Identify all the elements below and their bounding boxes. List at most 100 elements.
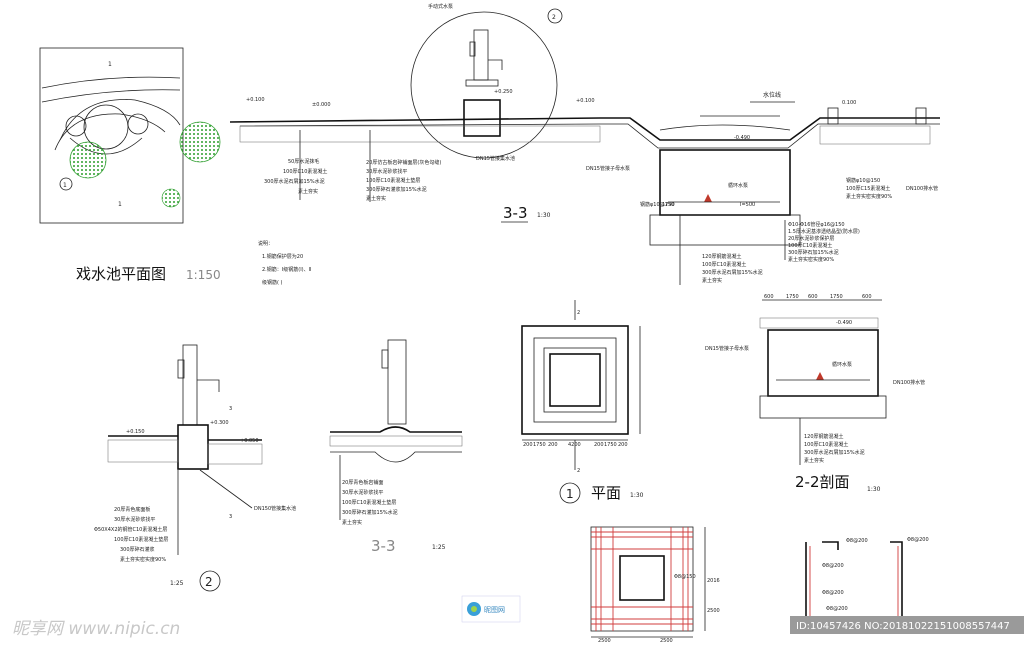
side-layer-label: 钢筋φ10@150 <box>640 201 674 208</box>
pipe-label-2: DN15管接子母水泵 <box>586 165 630 172</box>
pipe-note: DN150管接集水池 <box>254 505 296 512</box>
s22-scale: 1:30 <box>867 486 881 493</box>
layer-right-1: Φ10-Φ16管径φ16@150 <box>788 221 845 228</box>
wall-note: Ⅰ=500 <box>740 202 755 208</box>
detail-callout-circle <box>410 11 558 159</box>
plan-small-title: 平面 <box>591 484 621 502</box>
layer-mid-1: 20厚仿古板岩碎铺面层(灰色勾缝) <box>366 159 441 166</box>
s33-layer-5: 素土夯实 <box>342 519 362 526</box>
layer-right-6: 素土夯实密实度90% <box>788 256 834 263</box>
layer-right-3: 20厚水泥砂浆保护层 <box>788 235 834 242</box>
dim-6: 1750 <box>604 442 617 448</box>
pump-ring-label: 循环水泵 <box>728 182 748 189</box>
plan-frame <box>39 47 184 224</box>
pump-icon <box>816 372 824 380</box>
dim-4: 4200 <box>568 442 581 448</box>
watermark: 昵享网 www.nipic.cn <box>12 619 180 639</box>
s22-pump: 循环水泵 <box>832 361 852 368</box>
elev-150: +0.150 <box>126 429 145 435</box>
elev-far: 0.100 <box>842 100 856 106</box>
cut-top: 2 <box>577 310 580 316</box>
d2-layer-2: 30厚水泥砂浆找平 <box>114 516 155 523</box>
section-2-2: 600 1750 600 1750 600 -0.490 DN15管接子母水泵 … <box>705 294 925 493</box>
layer-mid-3: 100厚C10素混凝土垫层 <box>366 177 420 184</box>
elev-zero: ±0.000 <box>312 102 331 108</box>
layer-bottom-1: 120厚钢筋混凝土 <box>702 253 742 260</box>
s22-dim-4: 1750 <box>830 294 843 300</box>
id-bar <box>790 616 1024 634</box>
rebar-label-4: Φ8@200 <box>822 590 844 596</box>
plan-marker-1: 1 <box>108 61 112 68</box>
plan-callout: 1 <box>63 182 67 189</box>
s33-title: 3-3 <box>371 537 396 555</box>
logo-text: 昵图网 <box>484 606 505 614</box>
layer-bottom-3: 300厚水泥石屑加15%水泥 <box>702 269 763 276</box>
elev-left: +0.100 <box>246 97 265 103</box>
rebar-label-1: Φ8@200 <box>846 538 868 544</box>
pool-plan: 1 1 1 戏水池平面图 1:150 说明： 1.钢筋保护层为20 2.钢筋：Ⅰ… <box>39 47 311 286</box>
elev-pump: +0.250 <box>494 89 513 95</box>
layer-left-3: 300厚水泥石屑加15%水泥 <box>264 178 325 185</box>
cut-marker-top: 3 <box>229 406 232 412</box>
plan-scale: 1:150 <box>186 268 221 282</box>
tree-icon <box>69 141 107 179</box>
dim-7: 200 <box>618 442 628 448</box>
layer-mid-5: 素土夯实 <box>366 195 386 202</box>
d2-layer-3: Φ50X4X2的钢管C10素混凝土层 <box>94 526 167 533</box>
pump-icon <box>704 194 712 202</box>
dim-3: 200 <box>548 442 558 448</box>
d2-scale: 1:25 <box>170 580 184 587</box>
cut-bottom: 2 <box>577 468 580 474</box>
s33-layer-4: 300厚碎石灌加15%水泥 <box>342 509 398 516</box>
rebar-label-5: Φ8@200 <box>826 606 848 612</box>
s22-drain: DN100排水管 <box>893 379 925 386</box>
water-level-label: 水位线 <box>763 91 781 99</box>
plan-small: 2 2 200 1750 200 4200 200 1750 200 1 平面 … <box>521 300 644 504</box>
rebar-label-2: Φ8@200 <box>907 537 929 543</box>
cut-marker-bottom: 3 <box>229 514 232 520</box>
d2-callout: 2 <box>205 575 213 589</box>
dim-1: 200 <box>523 442 533 448</box>
s33-layer-3: 100厚C10素混凝土垫层 <box>342 499 396 506</box>
note-3: 级钢筋( ) <box>262 279 283 286</box>
rebar-dim-b2: 2500 <box>660 638 673 644</box>
shrub-icon <box>161 188 181 208</box>
id-text: ID:10457426 NO:20181022151008557447 <box>796 621 1010 632</box>
elev-deep: -0.490 <box>734 135 750 141</box>
dim-2: 1750 <box>533 442 546 448</box>
rebar-note: Φ8@150 <box>674 574 696 580</box>
s22-pipe-in: DN15管接子母水泵 <box>705 345 749 352</box>
side-layer-3: 素土夯实密实度90% <box>846 193 892 200</box>
rebar-dim-bottom: 2500 <box>707 608 720 614</box>
d2-layer-4: 100厚C10素混凝土垫层 <box>114 536 168 543</box>
note-2: 2.钢筋：Ⅰ级钢筋(Ⅰ)、Ⅱ <box>262 266 311 273</box>
section-3-3-scale: 1:30 <box>537 212 551 219</box>
rebar-plan: Φ8@150 2016 2500 2500 2500 <box>590 526 720 644</box>
s22-layer-4: 素土夯实 <box>804 457 824 464</box>
s22-dim-5: 600 <box>862 294 872 300</box>
s22-dim-3: 600 <box>808 294 818 300</box>
rebar-section: Φ8@200 Φ8@200 Φ8@200 Φ8@200 Φ8@200 <box>805 537 929 623</box>
s33-layer-2: 30厚水泥砂浆找平 <box>342 489 383 496</box>
elev-050: +0.050 <box>240 438 259 444</box>
s22-title: 2-2剖面 <box>795 473 850 491</box>
s22-dim-2: 1750 <box>786 294 799 300</box>
s22-layer-3: 300厚水泥石屑加15%水泥 <box>804 449 865 456</box>
pipe-label: DN15管接集水池 <box>476 155 515 162</box>
notes-heading: 说明： <box>258 240 273 247</box>
detail-2: +0.150 +0.300 +0.050 3 3 DN150管接集水池 20厚青… <box>94 344 296 592</box>
note-1: 1.钢筋保护层为20 <box>262 253 303 260</box>
layer-right-2: 1.5厚水泥基渗透结晶型(防水层) <box>788 228 860 235</box>
layer-left-2: 100厚C10素混凝土 <box>283 168 327 175</box>
callout-2: 2 <box>552 14 556 21</box>
dim-5: 200 <box>594 442 604 448</box>
d2-layer-1: 20厚青色底面板 <box>114 506 150 513</box>
section-3-3-small: 20厚青色板岩铺面 30厚水泥砂浆找平 100厚C10素混凝土垫层 300厚碎石… <box>329 339 463 555</box>
s22-layer-2: 100厚C10素混凝土 <box>804 441 848 448</box>
layer-mid-4: 300厚碎石灌浆加15%水泥 <box>366 186 427 193</box>
side-layer-1: 钢筋φ10@150 <box>846 177 880 184</box>
layer-left-4: 素土夯实 <box>298 188 318 195</box>
rebar-dim-b1: 2500 <box>598 638 611 644</box>
layer-bottom-4: 素土夯实 <box>702 277 722 284</box>
pump-label: 手动式水泵 <box>428 3 453 10</box>
